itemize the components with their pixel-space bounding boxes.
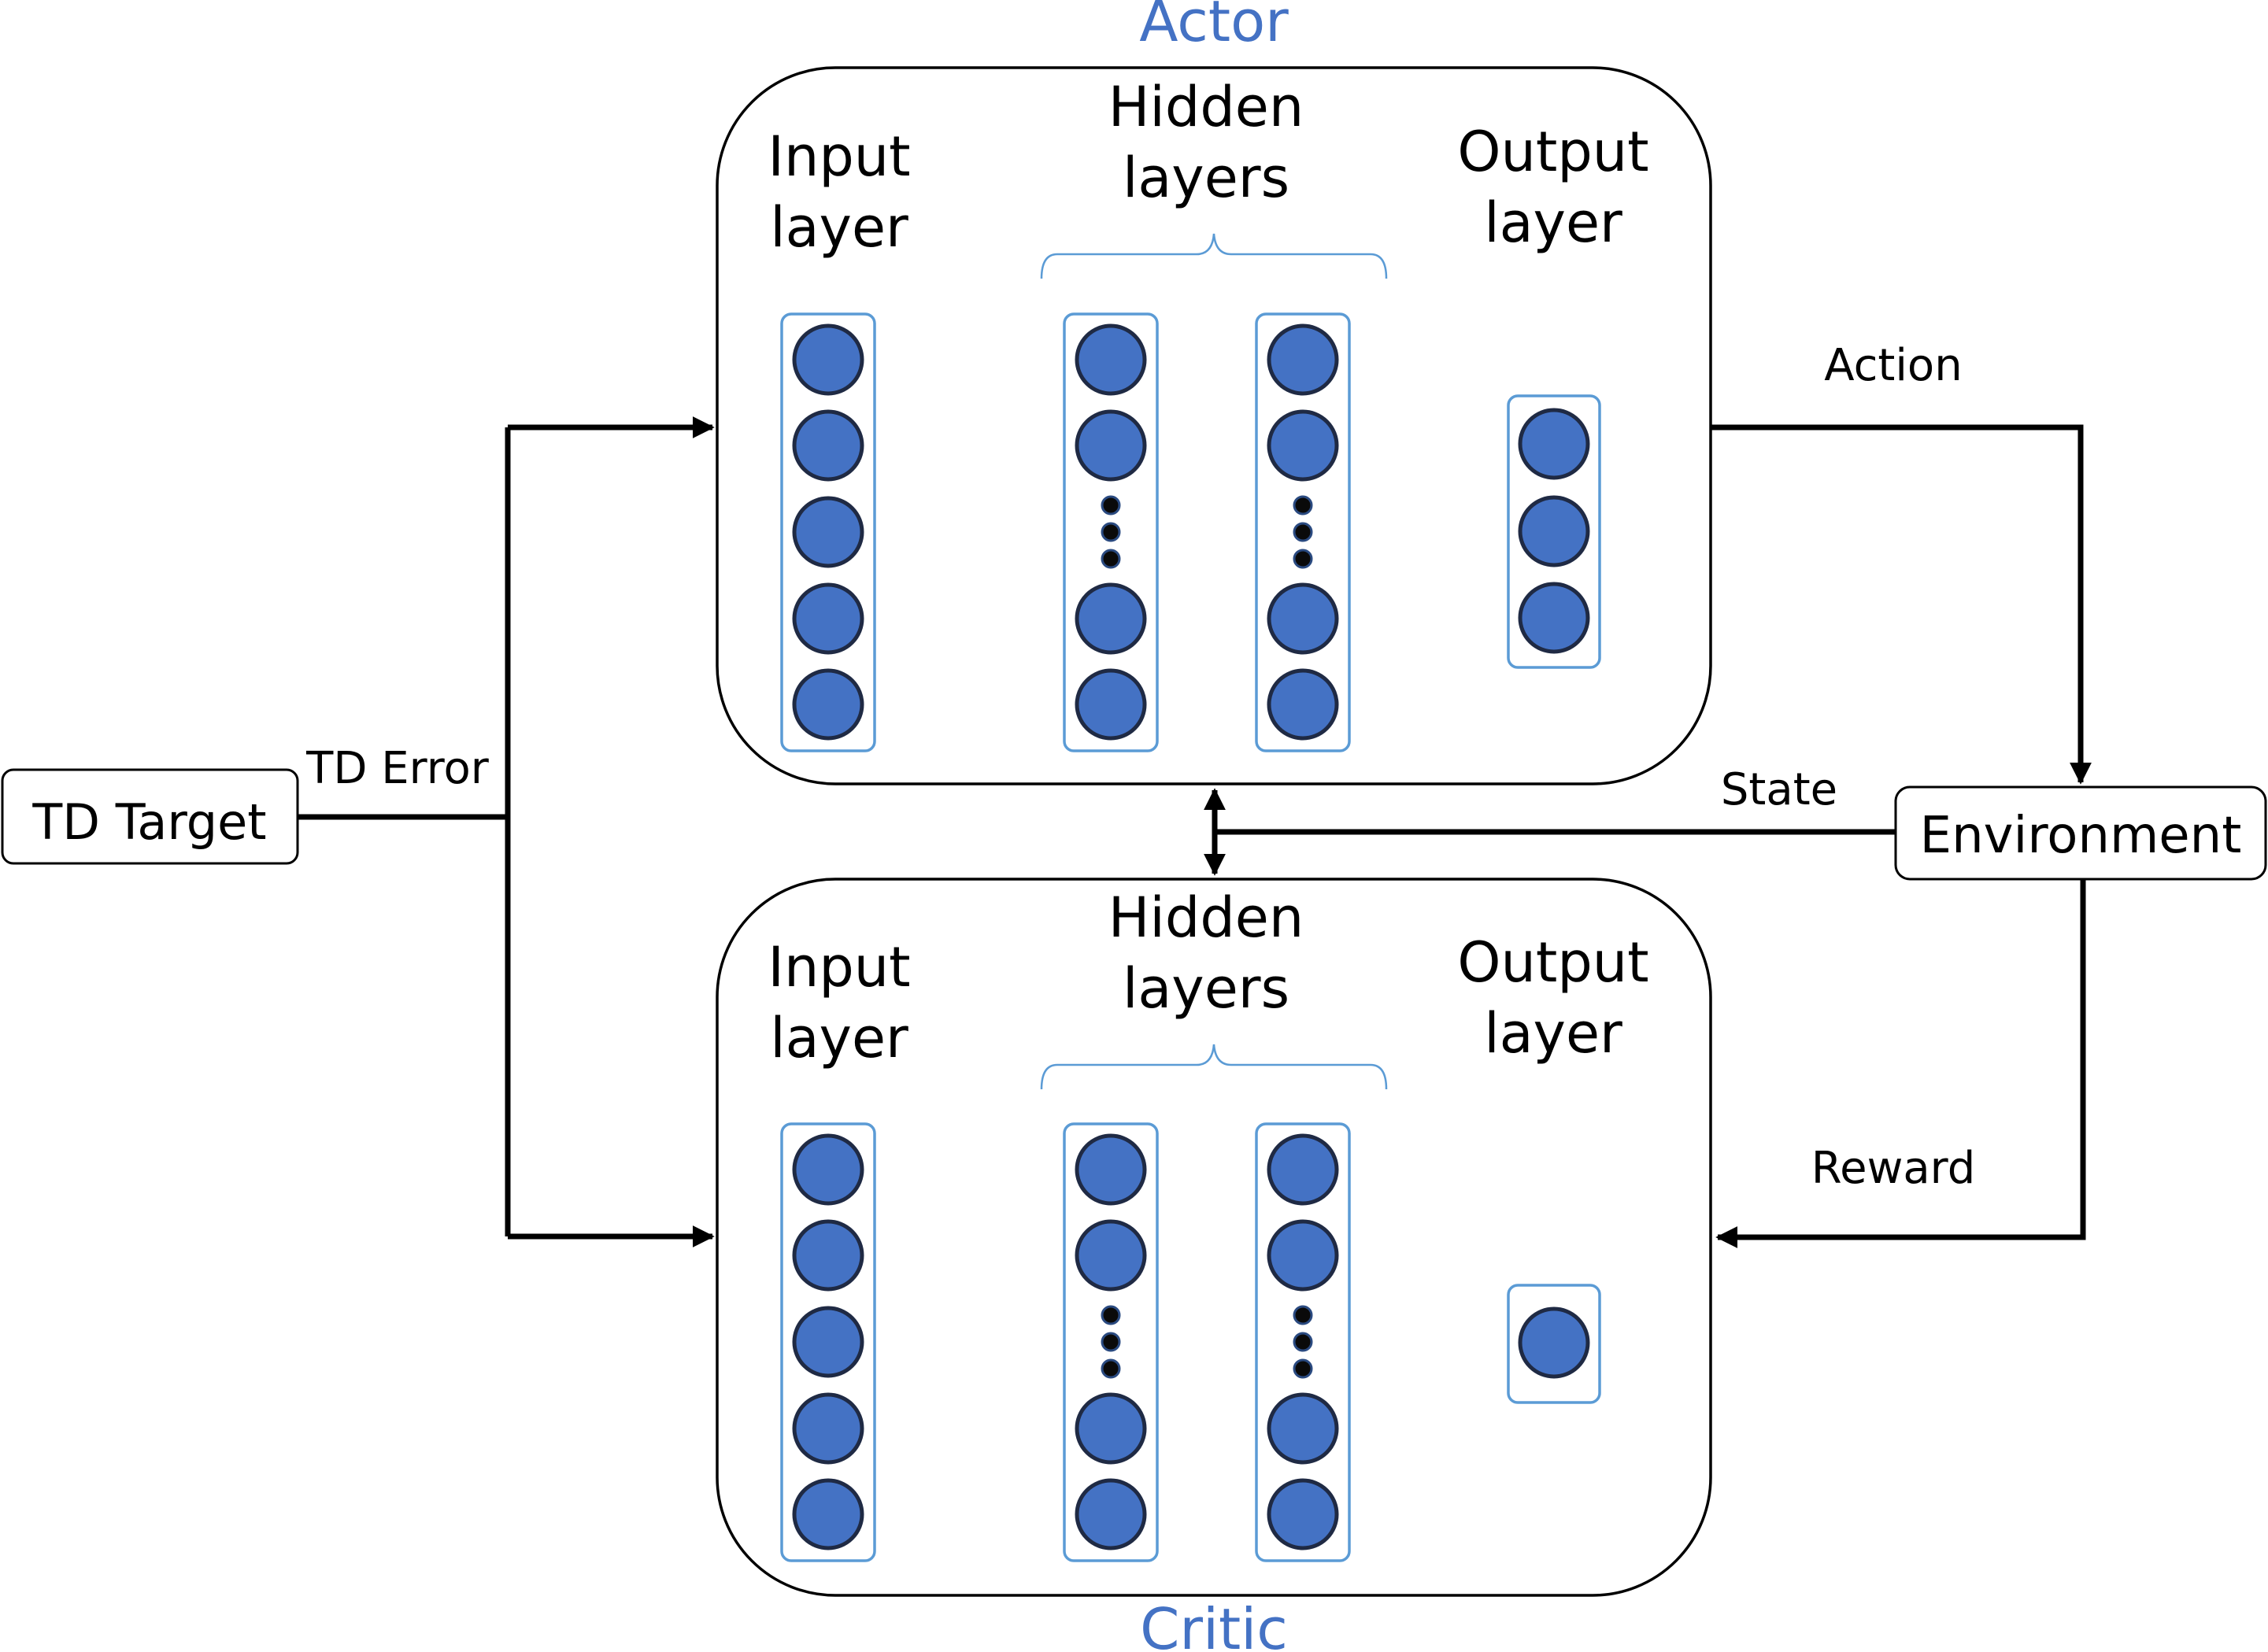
actor-hidden2-ellipsis-dot-2 bbox=[1293, 522, 1313, 542]
environment-label: Environment bbox=[1920, 807, 2242, 865]
critic-hidden2-ellipsis-dot-1 bbox=[1293, 1305, 1313, 1325]
td-target-node: TD Target bbox=[1, 768, 299, 865]
actor-output-label-line1: Output bbox=[1457, 120, 1648, 184]
critic-input-node-5 bbox=[792, 1478, 864, 1550]
actor-hidden2-ellipsis-dot-1 bbox=[1293, 495, 1313, 516]
actor-hidden2-node-1 bbox=[1267, 323, 1339, 396]
critic-hidden1-node-3 bbox=[1075, 1392, 1147, 1465]
actor-hidden1-node-3 bbox=[1075, 582, 1147, 655]
reward-label: Reward bbox=[1811, 1143, 1976, 1194]
actor-hidden1-ellipsis-dot-2 bbox=[1101, 522, 1121, 542]
actor-output-layer-box bbox=[1507, 394, 1601, 669]
critic-hidden2-ellipsis-dot-2 bbox=[1293, 1332, 1313, 1352]
reward-arrow bbox=[1715, 879, 2086, 1248]
critic-hidden1-node-1 bbox=[1075, 1133, 1147, 1206]
critic-input-label-line2: layer bbox=[770, 1006, 908, 1070]
action-arrow bbox=[1711, 424, 2092, 785]
actor-input-node-5 bbox=[792, 668, 864, 741]
critic-hidden1-node-4 bbox=[1075, 1478, 1147, 1550]
critic-output-node-1 bbox=[1518, 1306, 1590, 1379]
critic-hidden2-node-3 bbox=[1267, 1392, 1339, 1465]
actor-title: Actor bbox=[1139, 0, 1289, 54]
actor-output-node-1 bbox=[1518, 408, 1590, 480]
critic-title: Critic bbox=[1140, 1596, 1288, 1652]
action-label: Action bbox=[1824, 340, 1962, 391]
actor-hidden1-node-4 bbox=[1075, 668, 1147, 741]
actor-hidden2-node-3 bbox=[1267, 582, 1339, 655]
critic-input-node-3 bbox=[792, 1306, 864, 1378]
critic-hidden-layer-2-box bbox=[1255, 1122, 1351, 1562]
environment-node: Environment bbox=[1894, 785, 2267, 881]
critic-hidden-layer-1-box bbox=[1063, 1122, 1159, 1562]
actor-input-node-3 bbox=[792, 496, 864, 568]
critic-hidden1-ellipsis-dot-2 bbox=[1101, 1332, 1121, 1352]
td-target-box bbox=[1, 768, 299, 865]
critic-output-label-line1: Output bbox=[1457, 930, 1648, 995]
critic-hidden-brace bbox=[1040, 1044, 1388, 1090]
critic-hidden-label-line2: layers bbox=[1123, 956, 1289, 1021]
actor-input-label-line2: layer bbox=[770, 195, 908, 260]
td-target-label: TD Target bbox=[31, 793, 266, 851]
actor-input-node-1 bbox=[792, 323, 864, 396]
actor-panel: Actor Input layer Hidden layers Output l… bbox=[716, 0, 1712, 785]
critic-input-node-1 bbox=[792, 1133, 864, 1206]
actor-hidden-label-line2: layers bbox=[1123, 146, 1289, 210]
td-error-label: TD Error bbox=[305, 743, 490, 794]
actor-hidden2-ellipsis-dot-3 bbox=[1293, 549, 1313, 569]
actor-input-node-4 bbox=[792, 582, 864, 655]
actor-hidden-layer-1-box bbox=[1063, 312, 1159, 752]
critic-hidden2-node-2 bbox=[1267, 1219, 1339, 1292]
actor-hidden-brace bbox=[1040, 233, 1388, 279]
critic-hidden1-ellipsis-dot-1 bbox=[1101, 1305, 1121, 1325]
critic-hidden2-node-4 bbox=[1267, 1478, 1339, 1550]
actor-input-node-2 bbox=[792, 409, 864, 482]
critic-hidden2-node-1 bbox=[1267, 1133, 1339, 1206]
critic-hidden1-ellipsis-dot-3 bbox=[1101, 1358, 1121, 1379]
critic-layers bbox=[780, 1122, 1601, 1562]
connectors bbox=[298, 416, 2092, 1248]
critic-hidden-label-line1: Hidden bbox=[1108, 885, 1304, 950]
actor-hidden1-node-2 bbox=[1075, 409, 1147, 482]
actor-panel-frame bbox=[716, 66, 1712, 785]
actor-output-label-line2: layer bbox=[1484, 190, 1622, 255]
actor-hidden2-node-2 bbox=[1267, 409, 1339, 482]
critic-panel-frame bbox=[716, 878, 1712, 1597]
critic-input-node-2 bbox=[792, 1219, 864, 1292]
actor-hidden1-ellipsis-dot-3 bbox=[1101, 549, 1121, 569]
actor-output-node-2 bbox=[1518, 495, 1590, 567]
critic-hidden2-ellipsis-dot-3 bbox=[1293, 1358, 1313, 1379]
actor-hidden1-node-1 bbox=[1075, 323, 1147, 396]
state-label: State bbox=[1721, 764, 1837, 815]
critic-panel: Critic Input layer Hidden layers Output … bbox=[716, 878, 1712, 1652]
actor-input-layer-box bbox=[780, 312, 876, 752]
actor-hidden-layer-2-box bbox=[1255, 312, 1351, 752]
actor-hidden1-ellipsis-dot-1 bbox=[1101, 495, 1121, 516]
environment-box bbox=[1894, 785, 2267, 881]
actor-layers bbox=[780, 312, 1601, 752]
critic-input-node-4 bbox=[792, 1392, 864, 1465]
critic-output-label-line2: layer bbox=[1484, 1001, 1622, 1066]
actor-input-label-line1: Input bbox=[768, 124, 910, 189]
actor-output-node-3 bbox=[1518, 582, 1590, 654]
actor-hidden-label-line1: Hidden bbox=[1108, 75, 1304, 139]
actor-hidden2-node-4 bbox=[1267, 668, 1339, 741]
critic-input-label-line1: Input bbox=[768, 935, 910, 1000]
critic-hidden1-node-2 bbox=[1075, 1219, 1147, 1292]
critic-output-layer-box bbox=[1507, 1284, 1601, 1404]
critic-input-layer-box bbox=[780, 1122, 876, 1562]
